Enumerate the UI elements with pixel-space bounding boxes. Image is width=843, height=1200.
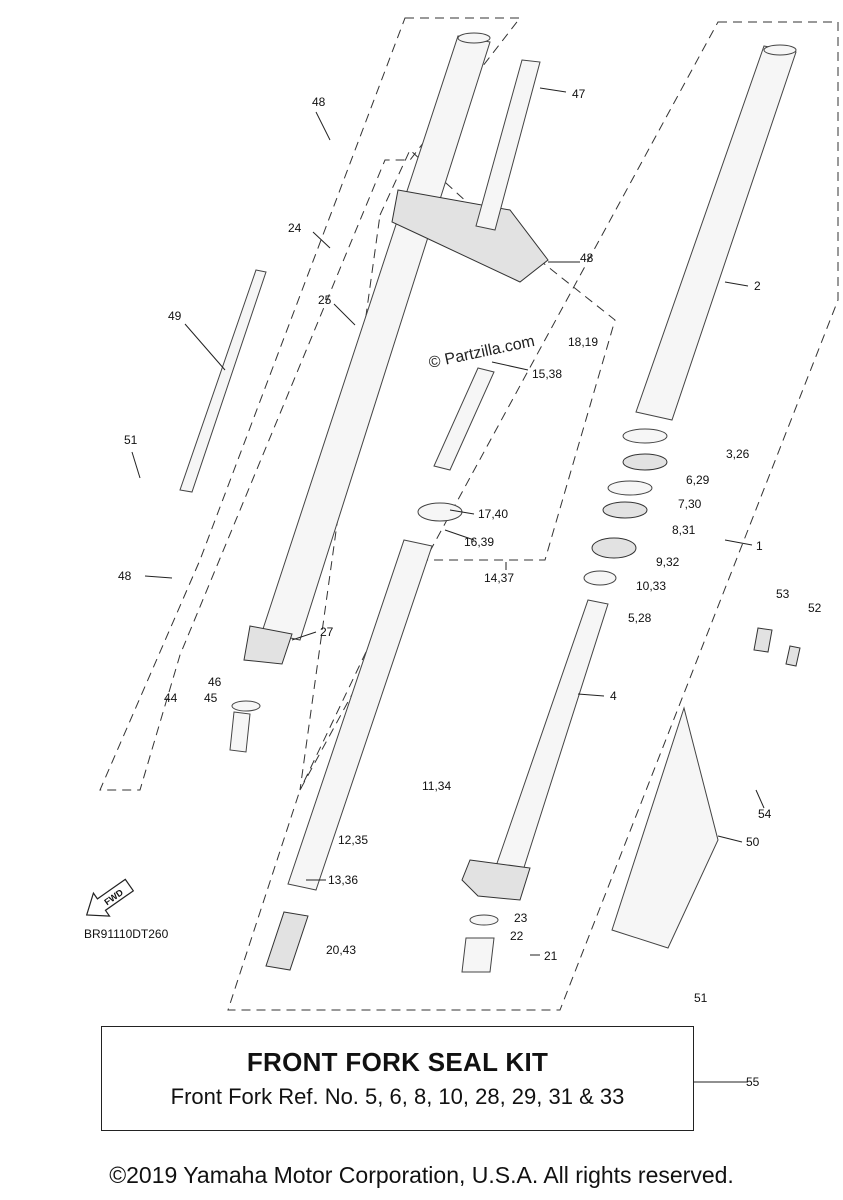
under-bracket bbox=[391, 189, 549, 283]
outer-tube-25-top bbox=[457, 32, 491, 44]
label-22: 22 bbox=[510, 929, 524, 943]
fwd-arrow-icon: FWD bbox=[85, 878, 135, 917]
outer-tube-25 bbox=[261, 35, 491, 641]
label-7-30: 7,30 bbox=[678, 497, 702, 511]
label-10-33: 10,33 bbox=[636, 579, 666, 593]
label-48-bracket: 48 bbox=[580, 251, 594, 265]
label-45: 45 bbox=[204, 691, 218, 705]
label-4: 4 bbox=[610, 689, 617, 703]
outer-tube-2 bbox=[635, 45, 797, 421]
label-18-19: 18,19 bbox=[568, 335, 598, 349]
label-16-39: 16,39 bbox=[464, 535, 494, 549]
label-12-35: 12,35 bbox=[338, 833, 368, 847]
bolt-53 bbox=[753, 627, 773, 653]
kit-subtitle: Front Fork Ref. No. 5, 6, 8, 10, 28, 29,… bbox=[170, 1084, 625, 1109]
label-8-31: 8,31 bbox=[672, 523, 696, 537]
washer-23 bbox=[469, 914, 499, 926]
label-51-left: 51 bbox=[124, 433, 138, 447]
label-50: 50 bbox=[746, 835, 760, 849]
seal-10-33 bbox=[591, 537, 637, 559]
collar-52 bbox=[785, 645, 801, 667]
seal-3-26 bbox=[622, 428, 668, 444]
label-46: 46 bbox=[208, 675, 222, 689]
label-1: 1 bbox=[756, 539, 763, 553]
label-11-34: 11,34 bbox=[422, 779, 451, 793]
label-24: 24 bbox=[288, 221, 302, 235]
label-48-left: 48 bbox=[118, 569, 132, 583]
label-2: 2 bbox=[754, 279, 761, 293]
bracket-27 bbox=[243, 625, 293, 665]
label-17-40: 17,40 bbox=[478, 507, 508, 521]
assembly-outline-left bbox=[99, 17, 522, 791]
fork-protector-50 bbox=[611, 706, 719, 949]
washer-45 bbox=[231, 700, 261, 712]
label-49: 49 bbox=[168, 309, 182, 323]
label-15-38: 15,38 bbox=[532, 367, 562, 381]
label-6-29: 6,29 bbox=[686, 473, 710, 487]
collar-21 bbox=[461, 937, 495, 973]
cap-44 bbox=[229, 711, 251, 753]
label-20-43: 20,43 bbox=[326, 943, 356, 957]
assembly-outline-inner bbox=[299, 149, 616, 791]
inner-tube-4 bbox=[493, 599, 609, 881]
label-5-28: 5,28 bbox=[628, 611, 652, 625]
seal-6-29 bbox=[622, 453, 668, 471]
label-54: 54 bbox=[758, 807, 772, 821]
label-27: 27 bbox=[320, 625, 334, 639]
label-51-bottom: 51 bbox=[694, 991, 708, 1005]
label-53: 53 bbox=[776, 587, 790, 601]
label-9-32: 9,32 bbox=[656, 555, 680, 569]
label-47: 47 bbox=[572, 87, 586, 101]
label-23: 23 bbox=[514, 911, 528, 925]
seal-kit-box: FRONT FORK SEAL KIT Front Fork Ref. No. … bbox=[101, 1026, 694, 1131]
washer-17-40 bbox=[417, 502, 463, 522]
label-14-37: 14,37 bbox=[484, 571, 514, 585]
assembly-outline-right bbox=[227, 21, 839, 1011]
seal-8-31 bbox=[602, 501, 648, 519]
bushing-5-28 bbox=[583, 570, 617, 586]
kit-title: FRONT FORK SEAL KIT bbox=[246, 1047, 549, 1077]
label-48-top: 48 bbox=[312, 95, 326, 109]
damper-rod-47 bbox=[475, 59, 541, 231]
outer-tube-2-top bbox=[763, 44, 797, 56]
watermark: © Partzilla.com bbox=[427, 333, 536, 372]
inner-tube-49 bbox=[179, 269, 267, 493]
label-3-26: 3,26 bbox=[726, 447, 750, 461]
label-44: 44 bbox=[164, 691, 178, 705]
label-13-36: 13,36 bbox=[328, 873, 358, 887]
label-21: 21 bbox=[544, 949, 558, 963]
label-55: 55 bbox=[746, 1075, 760, 1089]
label-25: 25 bbox=[318, 293, 332, 307]
diagram-code: BR91110DT260 bbox=[84, 927, 169, 941]
seal-7-30 bbox=[607, 480, 653, 496]
spacer-20-43 bbox=[265, 911, 309, 971]
cylinder-15-38 bbox=[433, 367, 495, 471]
label-52: 52 bbox=[808, 601, 822, 615]
spring-11-34 bbox=[287, 539, 433, 891]
axle-bracket-4 bbox=[461, 859, 531, 901]
copyright-notice: ©2019 Yamaha Motor Corporation, U.S.A. A… bbox=[109, 1162, 734, 1188]
